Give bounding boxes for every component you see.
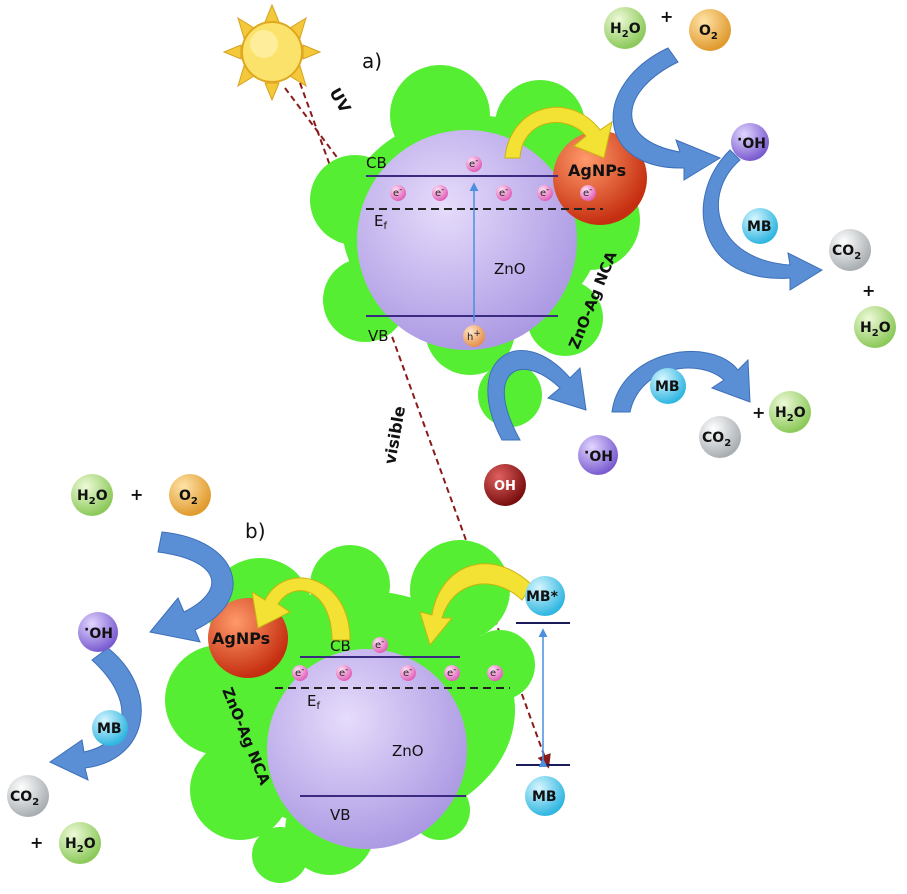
agnps-particle-a [553,131,647,225]
o2-reduction-arrow-b [149,531,234,643]
electron: e- [444,665,460,681]
svg-text:MB: MB [655,379,680,395]
svg-text:MB*: MB* [526,589,559,605]
mb-molecule: MB [742,208,778,244]
h2o-molecule: H2O [769,391,811,433]
ef-label-b: Ef [307,692,320,712]
svg-text:e-: e- [490,665,499,679]
mb-molecule: MB [650,368,686,404]
h2o-molecule: H2O [71,474,113,516]
svg-text:e-: e- [403,665,412,679]
svg-text:e-: e- [447,665,456,679]
panel-b-label: b) [245,519,266,543]
svg-text:MB: MB [532,789,557,805]
svg-text:O2: O2 [179,488,198,507]
vb-label-b: VB [330,806,351,824]
oh-radical: ·OH [578,435,618,475]
h2o-molecule: H2O [604,7,646,49]
electron-transfer-arrow-a [504,106,613,159]
svg-text:CO2: CO2 [10,789,39,808]
plus-sign: + [862,281,875,300]
agnps-label-b: AgNPs [212,629,270,648]
electron: e- [580,185,596,201]
h2o-molecule: H2O [854,306,896,348]
svg-text:e-: e- [469,156,478,170]
svg-text:H2O: H2O [610,21,641,40]
co2-molecule: CO2 [829,229,871,271]
svg-text:H2O: H2O [65,836,96,855]
panel-a-label: a) [362,49,382,73]
electron: e- [336,665,352,681]
cb-label-a: CB [366,154,387,172]
svg-text:e-: e- [583,185,592,199]
electron: e- [432,185,448,201]
svg-text:H2O: H2O [77,488,108,507]
agnps-label-a: AgNPs [568,161,626,180]
svg-text:O2: O2 [699,23,718,42]
mb-degradation-arrow-a1 [702,149,824,291]
zno-particle-b [267,649,467,849]
plus-sign: + [752,403,765,422]
h2o-molecule: H2O [59,822,101,864]
svg-text:e-: e- [339,665,348,679]
sun-icon [222,3,322,102]
svg-text:MB: MB [747,219,772,235]
svg-text:e-: e- [393,185,402,199]
co2-molecule: CO2 [7,775,49,817]
svg-text:MB: MB [97,721,122,737]
ef-label-a: Ef [374,212,387,232]
svg-text:h+: h+ [467,329,481,343]
vb-label-a: VB [368,327,389,345]
electron: e- [537,185,553,201]
svg-text:e-: e- [540,185,549,199]
zno-label-b: ZnO [392,742,424,760]
hydroxide-ion: OH [484,464,526,506]
svg-text:e-: e- [295,665,304,679]
electron-transfer-arrow-b2 [419,563,533,647]
mb-molecule: MB [92,710,128,746]
electron: e- [466,156,482,172]
svg-text:·OH: ·OH [84,622,113,642]
visible-label: visible [380,404,409,465]
svg-text:H2O: H2O [775,405,806,424]
svg-text:CO2: CO2 [702,430,731,449]
mb-excited-molecule: MB* [525,576,565,616]
electron: e- [292,665,308,681]
electron: e- [496,185,512,201]
uv-label: UV [326,85,355,117]
svg-text:e-: e- [499,185,508,199]
electron: e- [400,665,416,681]
svg-text:e-: e- [375,637,384,651]
svg-text:H2O: H2O [860,320,891,339]
oh-radical: ·OH [78,612,118,652]
cb-label-b: CB [330,637,351,655]
electron: e- [487,665,503,681]
hole: h+ [463,325,485,347]
o2-molecule: O2 [689,9,731,51]
electron: e- [390,185,406,201]
svg-text:·OH: ·OH [584,445,613,465]
svg-text:OH: OH [494,479,516,494]
plus-sign: + [130,485,143,504]
oh-oxidation-arrow [487,350,587,441]
zno-label-a: ZnO [494,260,526,278]
mb-molecule: MB [525,776,565,816]
svg-text:CO2: CO2 [832,243,861,262]
plus-sign: + [660,7,673,26]
mb-degradation-arrow-b [49,647,142,781]
zno-particle-a [357,130,577,350]
electron: e- [372,637,388,653]
electron-transfer-arrow-b1 [251,577,351,641]
svg-text:·OH: ·OH [737,132,766,152]
plus-sign: + [30,833,43,852]
o2-molecule: O2 [169,474,211,516]
svg-text:e-: e- [435,185,444,199]
o2-reduction-arrow [612,47,722,181]
oh-radical: ·OH [731,123,769,161]
co2-molecule: CO2 [699,416,741,458]
